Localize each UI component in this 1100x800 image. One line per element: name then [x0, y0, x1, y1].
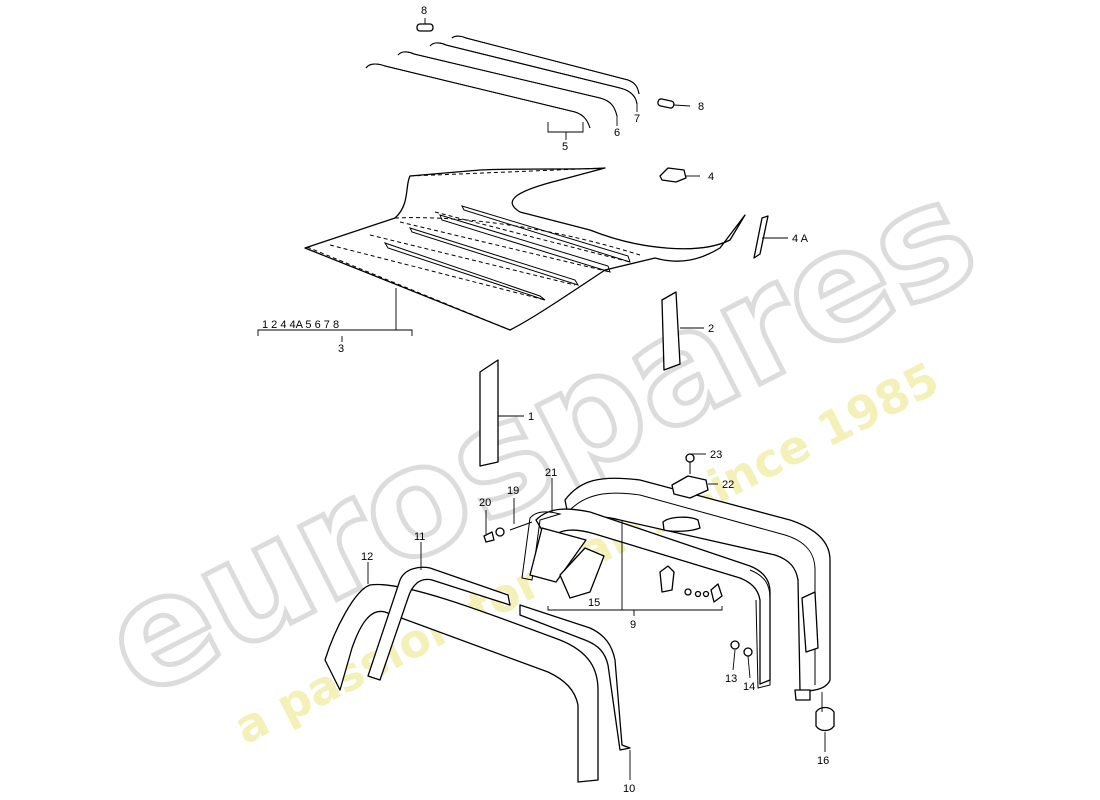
- callout-4: 4: [708, 171, 714, 183]
- plug-right: [657, 98, 675, 109]
- roof-panel: [304, 167, 746, 331]
- rear-frame-assembly: [483, 453, 835, 732]
- callout-6: 6: [614, 127, 620, 139]
- part-22: [671, 475, 709, 499]
- callout-16: 16: [817, 755, 829, 767]
- callout-8-top: 8: [421, 5, 427, 17]
- callout-3-contents: 1 2 4 4A 5 6 7 8: [262, 319, 339, 331]
- part-2: [661, 291, 681, 371]
- roof-rods: [365, 23, 675, 129]
- callout-7: 7: [634, 113, 640, 125]
- callout-8-right: 8: [698, 101, 704, 113]
- callout-4a: 4 A: [792, 233, 809, 245]
- callouts: 8 8 7 6 5 4 4 A 2 1 1 2 4 4A 5 6 7 8 3 2…: [262, 5, 829, 795]
- plug-top: [416, 23, 434, 32]
- callout-21: 21: [545, 467, 557, 479]
- leader-lines: [257, 18, 826, 780]
- callout-23: 23: [710, 449, 722, 461]
- callout-2: 2: [708, 323, 714, 335]
- callout-11: 11: [414, 531, 425, 543]
- part-16: [815, 706, 835, 732]
- part-4: [659, 167, 687, 183]
- callout-3: 3: [338, 343, 344, 355]
- callout-20: 20: [479, 497, 491, 509]
- callout-13: 13: [725, 673, 737, 685]
- callout-19: 19: [507, 485, 519, 497]
- callout-14: 14: [743, 681, 755, 693]
- callout-1: 1: [528, 411, 534, 423]
- part-4a: [753, 215, 769, 259]
- callout-5: 5: [562, 141, 568, 153]
- callout-12: 12: [361, 551, 373, 563]
- part-12: [324, 583, 599, 783]
- callout-15: 15: [588, 597, 600, 609]
- part-10: [519, 604, 631, 751]
- callout-9: 9: [630, 619, 636, 631]
- part-11: [367, 566, 511, 681]
- callout-22: 22: [722, 479, 734, 491]
- part-1: [479, 359, 499, 467]
- callout-10: 10: [623, 783, 635, 795]
- part-15: [559, 547, 605, 599]
